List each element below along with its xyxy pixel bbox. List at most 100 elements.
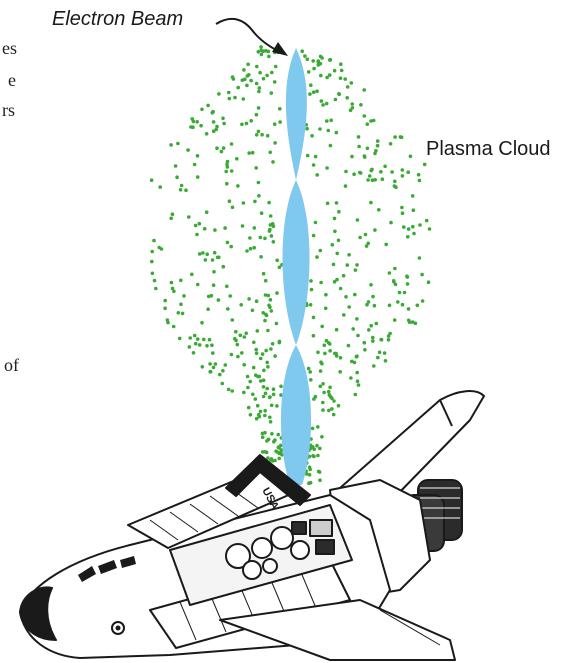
plasma-dot xyxy=(354,268,358,272)
plasma-dot xyxy=(279,385,283,389)
plasma-dot xyxy=(200,108,204,112)
plasma-dot xyxy=(366,147,370,151)
plasma-dot xyxy=(198,343,202,347)
plasma-dot xyxy=(376,144,380,148)
plasma-dot xyxy=(300,49,304,53)
plasma-dot xyxy=(244,332,248,336)
plasma-dot xyxy=(319,249,323,253)
plasma-dot xyxy=(187,215,191,219)
plasma-dot xyxy=(278,340,282,344)
page-text-fragment: e xyxy=(8,70,16,91)
plasma-dot xyxy=(387,334,391,338)
plasma-dot xyxy=(390,170,394,174)
plasma-dot xyxy=(407,307,411,311)
plasma-dot xyxy=(174,164,178,168)
plasma-dot xyxy=(213,228,217,232)
plasma-dot xyxy=(271,342,275,346)
electron-beam-arrow xyxy=(216,19,280,52)
plasma-dot xyxy=(212,366,216,370)
plasma-dot xyxy=(192,351,196,355)
plasma-dot xyxy=(373,178,377,182)
plasma-dot xyxy=(356,379,360,383)
plasma-dot xyxy=(189,125,193,129)
plasma-dot xyxy=(258,86,262,90)
plasma-dot xyxy=(314,221,318,225)
plasma-dot xyxy=(325,166,329,170)
plasma-dot xyxy=(228,294,232,298)
plasma-dot xyxy=(373,228,377,232)
plasma-dot xyxy=(271,459,275,463)
page-text-fragment: es xyxy=(2,38,17,59)
plasma-dot xyxy=(186,148,190,152)
plasma-dot xyxy=(317,470,321,474)
plasma-dot xyxy=(325,119,329,123)
plasma-dot xyxy=(320,325,324,329)
plasma-dot xyxy=(274,65,278,69)
plasma-dot xyxy=(242,391,246,395)
plasma-dot xyxy=(259,45,263,49)
plasma-dot xyxy=(401,174,405,178)
plasma-dot xyxy=(228,97,232,101)
plasma-dot xyxy=(353,293,357,297)
plasma-dot xyxy=(310,288,314,292)
plasma-dot xyxy=(209,370,213,374)
space-shuttle xyxy=(20,391,484,660)
plasma-dot xyxy=(201,365,205,369)
plasma-dot xyxy=(246,386,250,390)
plasma-dot xyxy=(229,245,233,249)
plasma-dot xyxy=(308,466,312,470)
plasma-dot xyxy=(312,67,316,71)
plasma-dot xyxy=(272,240,276,244)
plasma-dot xyxy=(200,321,204,325)
plasma-dot xyxy=(225,285,229,289)
plasma-dot xyxy=(425,219,429,223)
plasma-dot xyxy=(376,139,380,143)
plasma-dot xyxy=(221,117,225,121)
plasma-dot xyxy=(166,321,170,325)
plasma-dot xyxy=(355,263,359,267)
plasma-dot xyxy=(368,174,372,178)
plasma-dot xyxy=(329,58,333,62)
plasma-dot xyxy=(393,135,397,139)
plasma-dot xyxy=(179,303,183,307)
plasma-dot xyxy=(230,169,234,173)
plasma-dot xyxy=(355,317,359,321)
plasma-dot xyxy=(234,339,238,343)
plasma-dot xyxy=(418,179,422,183)
plasma-dot xyxy=(347,253,351,257)
plasma-dot xyxy=(362,88,366,92)
plasma-dot xyxy=(400,206,404,210)
plasma-dot xyxy=(400,136,404,140)
page-text-fragment: rs xyxy=(2,100,15,121)
plasma-dot xyxy=(275,291,279,295)
plasma-dot xyxy=(308,370,312,374)
plasma-dot xyxy=(259,236,263,240)
plasma-dot xyxy=(223,226,227,230)
plasma-dot xyxy=(266,134,270,138)
plasma-dot xyxy=(212,120,216,124)
plasma-dot xyxy=(262,385,266,389)
plasma-dot xyxy=(260,53,264,57)
plasma-dot xyxy=(324,293,328,297)
plasma-dot xyxy=(257,194,261,198)
plasma-dot xyxy=(427,280,431,284)
plasma-dot xyxy=(188,336,192,340)
plasma-dot xyxy=(273,80,277,84)
plasma-dot xyxy=(255,299,259,303)
plasma-dot xyxy=(421,299,425,303)
plasma-dot xyxy=(376,356,380,360)
plasma-dot xyxy=(251,393,255,397)
plasma-dot xyxy=(319,62,323,66)
plasma-dot xyxy=(267,50,271,54)
plasma-dot xyxy=(356,218,360,222)
plasma-dot xyxy=(218,373,222,377)
plasma-dot xyxy=(235,157,239,161)
plasma-dot xyxy=(349,376,353,380)
plasma-dot xyxy=(311,454,315,458)
plasma-dot xyxy=(350,360,354,364)
plasma-dot xyxy=(333,352,337,356)
plasma-dot xyxy=(211,351,215,355)
plasma-dot xyxy=(266,365,270,369)
plasma-dot xyxy=(236,86,240,90)
plasma-dot xyxy=(389,221,393,225)
